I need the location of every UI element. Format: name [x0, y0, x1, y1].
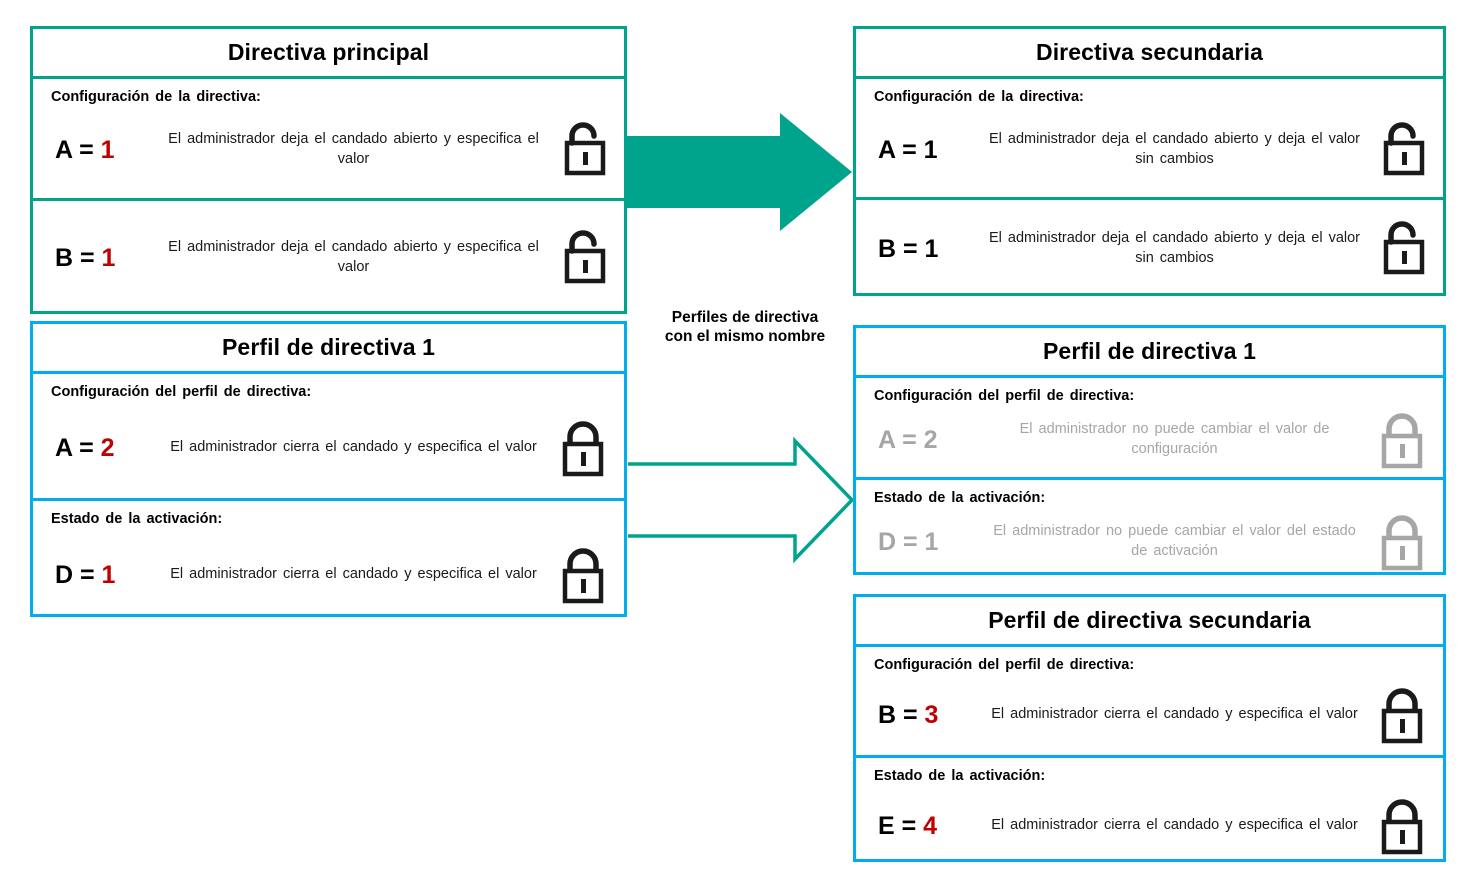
setting-description: El administrador cierra el candado y esp…: [170, 566, 537, 583]
setting-key-value: D = 1: [33, 561, 155, 590]
section-label: Configuración de la directiva:: [874, 89, 1084, 105]
setting-key-value: B = 3: [856, 701, 978, 730]
panel-title-secondary-policy: Directiva secundaria: [856, 29, 1443, 79]
setting-key: A =: [55, 433, 101, 462]
hollow-arrow-profile-merge: [628, 436, 855, 564]
setting-key-value: B = 1: [856, 235, 978, 264]
section-label: Configuración del perfil de directiva:: [874, 388, 1135, 404]
setting-key: B =: [878, 700, 925, 729]
section-label: Estado de la activación:: [874, 768, 1046, 784]
setting-description: El administrador deja el candado abierto…: [168, 239, 539, 275]
setting-key: B =: [55, 243, 102, 272]
panel-secondary-policy-profile: Perfil de directiva secundaria Configura…: [853, 594, 1446, 862]
setting-key: A =: [878, 135, 924, 164]
lock-icon: [1371, 410, 1433, 470]
setting-key: D =: [55, 560, 102, 589]
section-secondary-policy-profile-1: Estado de la activación: E = 4 El admini…: [856, 755, 1443, 862]
connector-caption: Perfiles de directiva con el mismo nombr…: [664, 309, 826, 346]
section-policy-profile-1-left-1: Estado de la activación: D = 1 El admini…: [33, 498, 624, 620]
lock-icon: [552, 545, 614, 605]
setting-description: El administrador cierra el candado y esp…: [991, 706, 1358, 723]
unlock-icon: [1371, 121, 1433, 179]
setting-value: 1: [101, 243, 116, 272]
setting-key-value: A = 2: [856, 426, 978, 455]
setting-key: A =: [55, 135, 101, 164]
section-label: Estado de la activación:: [874, 490, 1046, 506]
setting-value: 1: [101, 560, 116, 589]
section-main-policy-1: B = 1 El administrador deja el candado a…: [33, 198, 624, 308]
setting-key: E =: [878, 811, 924, 840]
setting-key-value: A = 2: [33, 434, 155, 463]
lock-icon: [1371, 512, 1433, 572]
section-policy-profile-1-right-0: Configuración del perfil de directiva: A…: [856, 378, 1443, 477]
setting-key: A =: [878, 425, 924, 454]
setting-description: El administrador cierra el candado y esp…: [170, 439, 537, 456]
setting-key: B =: [878, 234, 925, 263]
section-label: Configuración de la directiva:: [51, 89, 261, 105]
setting-key-value: E = 4: [856, 812, 978, 841]
unlock-icon: [1371, 220, 1433, 278]
setting-value: 1: [100, 135, 115, 164]
solid-arrow-main-to-secondary: [627, 113, 852, 231]
setting-value: 2: [100, 433, 115, 462]
setting-value: 3: [924, 700, 939, 729]
setting-key-value: D = 1: [856, 528, 978, 557]
setting-value: 1: [924, 527, 939, 556]
panel-title-secondary-policy-profile: Perfil de directiva secundaria: [856, 597, 1443, 647]
setting-key-value: B = 1: [33, 244, 155, 273]
panel-secondary-policy: Directiva secundaria Configuración de la…: [853, 26, 1446, 296]
setting-value: 1: [924, 234, 939, 263]
lock-icon: [552, 418, 614, 478]
unlock-icon: [552, 229, 614, 287]
panel-title-main-policy: Directiva principal: [33, 29, 624, 79]
section-label: Estado de la activación:: [51, 511, 223, 527]
section-main-policy-0: Configuración de la directiva: A = 1 El …: [33, 79, 624, 198]
setting-value: 4: [923, 811, 938, 840]
setting-description: El administrador deja el candado abierto…: [988, 230, 1361, 266]
section-secondary-policy-profile-0: Configuración del perfil de directiva: B…: [856, 647, 1443, 755]
section-label: Configuración del perfil de directiva:: [874, 657, 1135, 673]
setting-description: El administrador no puede cambiar el val…: [993, 523, 1356, 559]
section-policy-profile-1-right-1: Estado de la activación: D = 1 El admini…: [856, 477, 1443, 575]
setting-description: El administrador cierra el candado y esp…: [991, 817, 1358, 834]
panel-main-policy: Directiva principal Configuración de la …: [30, 26, 627, 314]
panel-title-policy-profile-1-left: Perfil de directiva 1: [33, 324, 624, 374]
unlock-icon: [552, 121, 614, 179]
setting-key-value: A = 1: [33, 136, 155, 165]
lock-icon: [1371, 796, 1433, 856]
panel-policy-profile-1-left: Perfil de directiva 1 Configuración del …: [30, 321, 627, 617]
setting-value: 1: [923, 135, 938, 164]
section-secondary-policy-0: Configuración de la directiva: A = 1 El …: [856, 79, 1443, 197]
setting-key-value: A = 1: [856, 136, 978, 165]
section-secondary-policy-1: B = 1 El administrador deja el candado a…: [856, 197, 1443, 290]
section-label: Configuración del perfil de directiva:: [51, 384, 312, 400]
setting-description: El administrador no puede cambiar el val…: [1019, 421, 1330, 457]
setting-description: El administrador deja el candado abierto…: [168, 131, 539, 167]
panel-title-policy-profile-1-right: Perfil de directiva 1: [856, 328, 1443, 378]
lock-icon: [1371, 685, 1433, 745]
setting-value: 2: [923, 425, 938, 454]
panel-policy-profile-1-right: Perfil de directiva 1 Configuración del …: [853, 325, 1446, 575]
setting-key: D =: [878, 527, 925, 556]
setting-description: El administrador deja el candado abierto…: [988, 131, 1361, 167]
section-policy-profile-1-left-0: Configuración del perfil de directiva: A…: [33, 374, 624, 498]
